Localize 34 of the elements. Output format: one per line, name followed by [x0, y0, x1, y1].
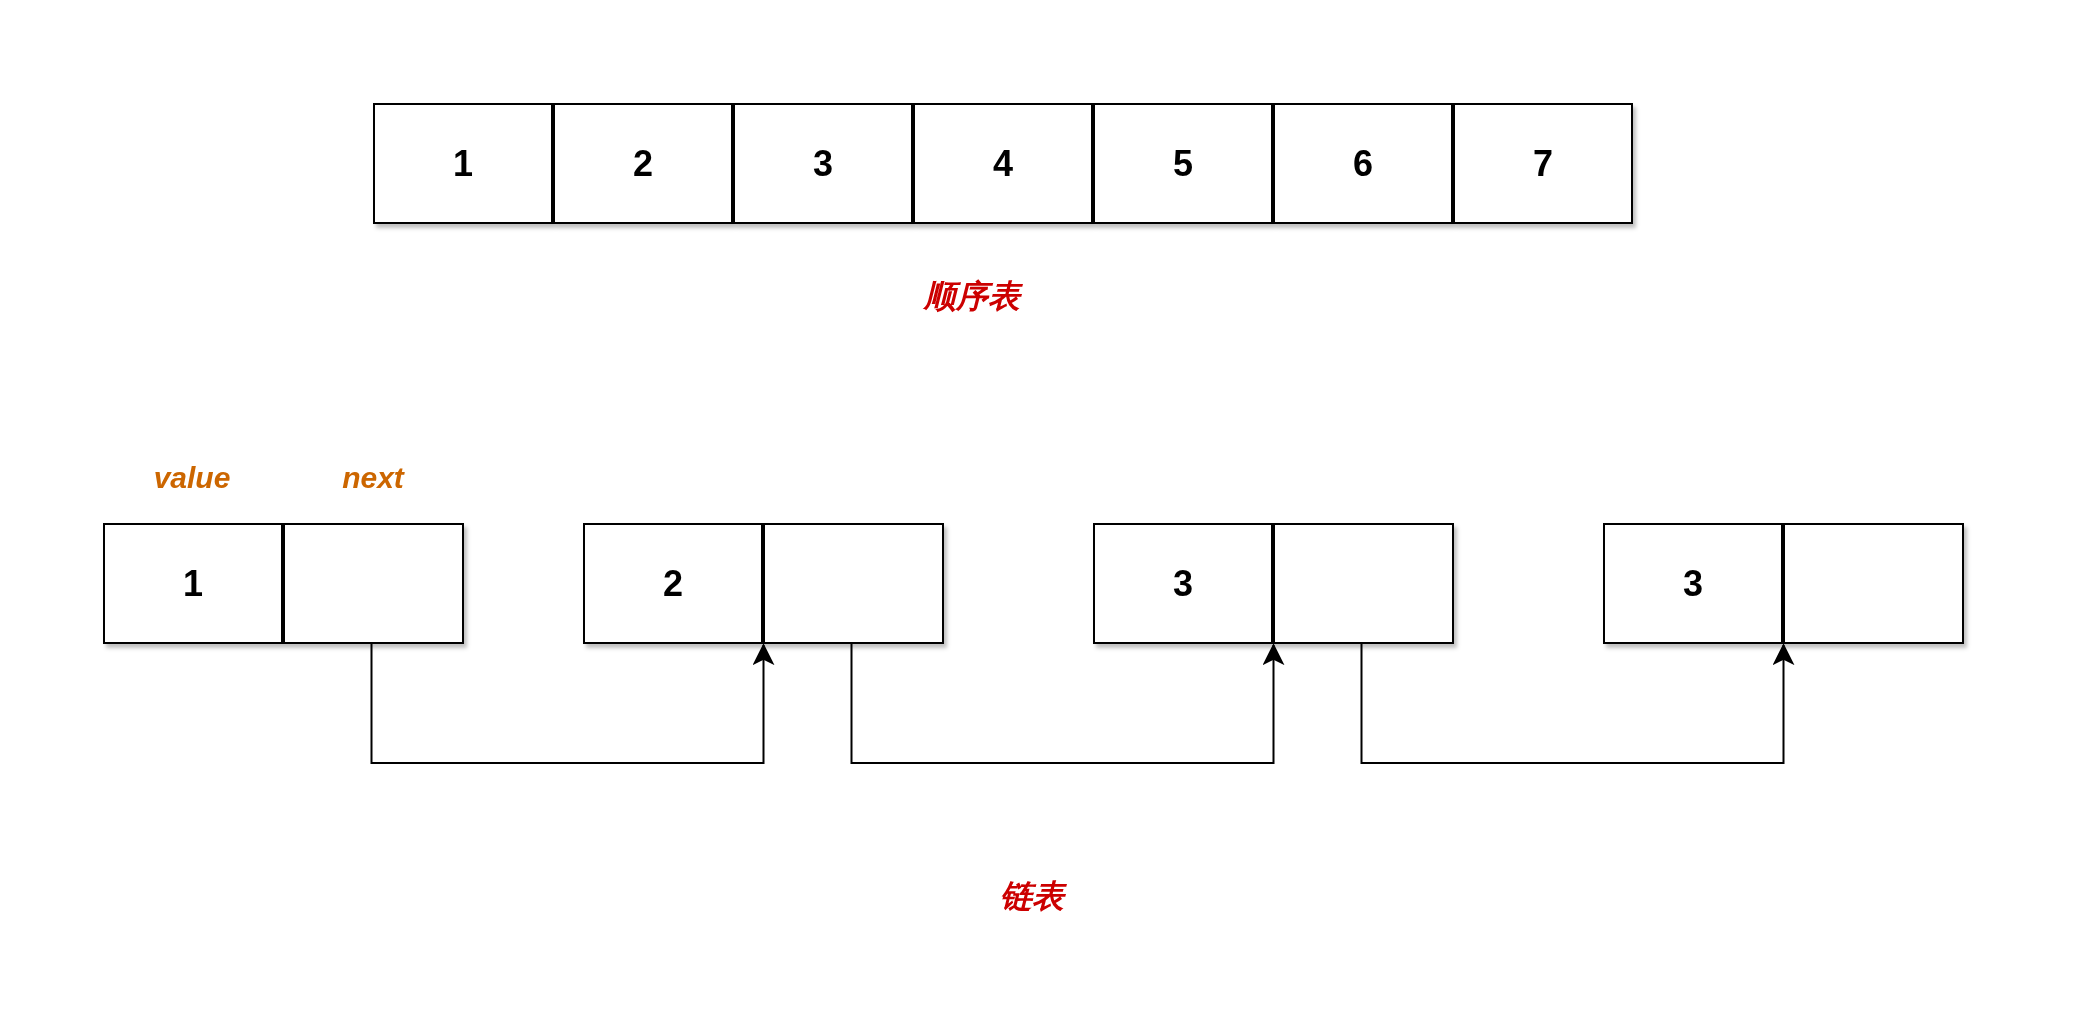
- value-cell: [373, 103, 553, 224]
- cell-number: 3: [813, 141, 833, 186]
- value-cell: [1093, 103, 1273, 224]
- list-node-box: [1093, 523, 1454, 644]
- caption-label: value: [152, 460, 232, 496]
- cell-number: 3: [1173, 561, 1193, 606]
- caption-label: 顺序表: [872, 272, 1072, 320]
- cell-number: 6: [1353, 141, 1373, 186]
- pointer-cell: [763, 523, 944, 644]
- cell-number: 4: [993, 141, 1013, 186]
- cell-number: 2: [633, 141, 653, 186]
- pointer-cell: [1783, 523, 1964, 644]
- cell-number: 1: [183, 561, 203, 606]
- cell-number: 5: [1173, 141, 1193, 186]
- cell-number: 1: [453, 141, 473, 186]
- cell-number: 2: [663, 561, 683, 606]
- value-cell: [553, 103, 733, 224]
- value-cell: [103, 523, 283, 644]
- list-node-box: [1603, 523, 1964, 644]
- value-cell: [583, 523, 763, 644]
- value-cell: [1093, 523, 1273, 644]
- value-cell: [1453, 103, 1633, 224]
- value-cell: [1603, 523, 1783, 644]
- value-cell: [1273, 103, 1453, 224]
- cell-number: 3: [1683, 561, 1703, 606]
- caption-label: next: [341, 460, 406, 496]
- list-node-box: [583, 523, 944, 644]
- value-cell: [733, 103, 913, 224]
- pointer-cell: [283, 523, 464, 644]
- pointer-cell: [1273, 523, 1454, 644]
- caption-label: 链表: [932, 872, 1132, 920]
- cell-number: 7: [1533, 141, 1553, 186]
- list-node-box: [103, 523, 464, 644]
- value-cell: [913, 103, 1093, 224]
